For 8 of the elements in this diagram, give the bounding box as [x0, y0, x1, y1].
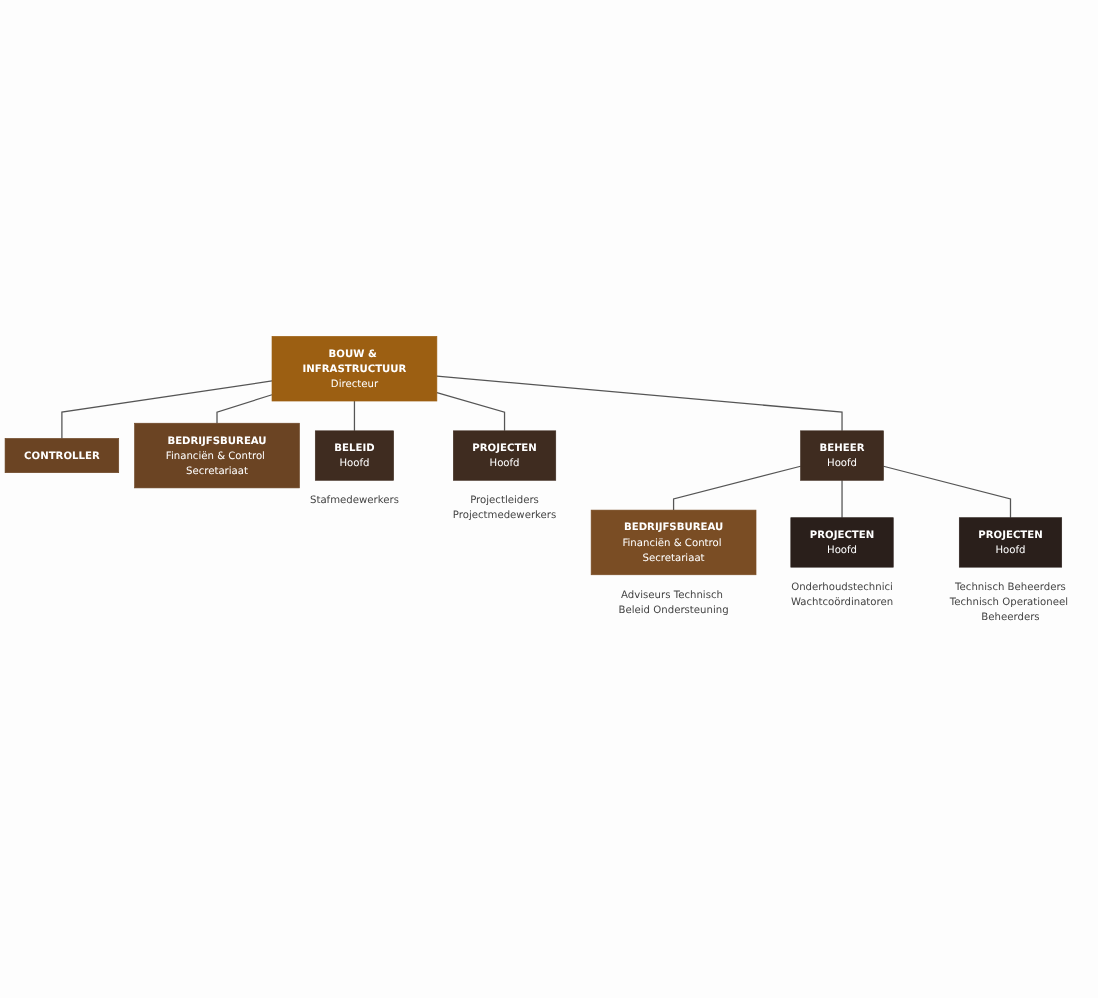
connector [436, 375, 843, 432]
connector [216, 394, 273, 424]
connector [882, 465, 1012, 519]
connector [841, 479, 843, 519]
connector [61, 380, 273, 440]
connector [436, 391, 506, 432]
connector [353, 400, 356, 432]
connector [672, 465, 802, 511]
